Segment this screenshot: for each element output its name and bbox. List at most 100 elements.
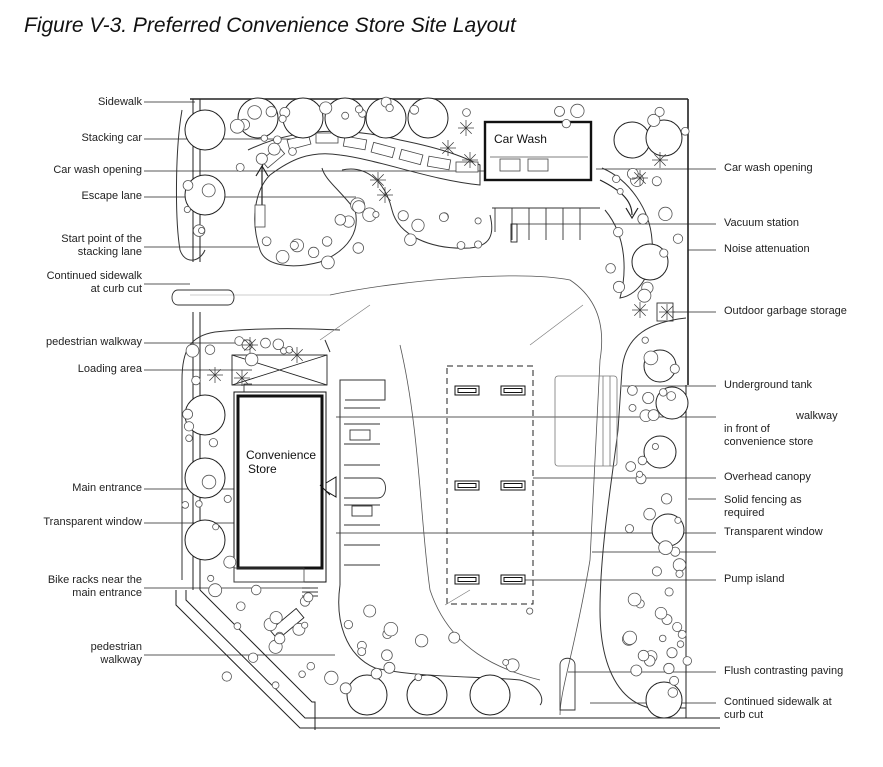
groundcover-plant	[458, 120, 474, 136]
shrub	[675, 569, 684, 578]
shrub	[334, 214, 347, 226]
shrub	[651, 442, 659, 450]
tree	[643, 435, 677, 469]
shrub	[271, 681, 280, 689]
shrub	[643, 507, 656, 521]
shrub	[303, 592, 314, 603]
callout-line: Main entrance	[72, 482, 142, 494]
callout-line: at curb cut	[90, 283, 142, 295]
shrub	[625, 524, 635, 534]
shrub	[651, 176, 662, 187]
shrub	[397, 210, 409, 222]
tree	[407, 97, 449, 139]
shrub	[414, 673, 423, 682]
shrub	[637, 288, 652, 303]
callout-line: in front of	[724, 423, 770, 435]
callout-line: Escape lane	[81, 190, 142, 202]
callout-underground-tank: Underground tank	[724, 379, 812, 392]
groundcover-plants	[207, 120, 675, 386]
callout-line: Stacking car	[81, 132, 142, 144]
leader-lines	[144, 101, 716, 704]
callout-line: Continued sidewalk	[46, 270, 142, 282]
callout-line: main entrance	[72, 587, 142, 599]
shrub	[669, 675, 679, 686]
shrub	[642, 391, 655, 404]
shrub	[385, 103, 394, 113]
shrub	[613, 280, 626, 293]
shrub	[357, 647, 367, 656]
shrub	[273, 135, 282, 145]
groundcover-plant	[659, 304, 675, 320]
callout-line: pedestrian walkway	[46, 336, 142, 348]
tree	[346, 674, 388, 716]
shrub	[339, 682, 352, 695]
shrub	[372, 210, 380, 218]
callout-line: stacking lane	[77, 246, 142, 258]
shrub	[285, 345, 294, 354]
shrub	[298, 670, 306, 678]
convenience-store-label: Convenience Store	[240, 448, 324, 476]
shrub	[307, 246, 320, 258]
callout-noise-attenuation: Noise attenuation	[724, 243, 810, 256]
groundcover-plant	[370, 172, 386, 188]
tree	[645, 681, 683, 719]
store-label-line1: Convenience	[246, 448, 317, 462]
shrub	[260, 337, 271, 349]
shrub	[672, 558, 687, 572]
callout-line: walkway	[796, 410, 838, 422]
shrub	[643, 350, 659, 366]
shrub	[321, 236, 333, 247]
shrub	[637, 455, 648, 466]
shrub	[674, 516, 682, 524]
callout-line: Solid fencing as	[724, 494, 802, 506]
shrub	[223, 555, 237, 569]
groundcover-plant	[207, 367, 223, 383]
pump-island-inner	[503, 577, 523, 582]
shrub	[666, 391, 676, 401]
shrub	[363, 604, 377, 618]
store-label-line2: Store	[248, 462, 277, 476]
shrub	[230, 119, 245, 134]
shrub	[663, 662, 675, 675]
callout-line: Bike racks near the	[47, 574, 142, 586]
pump-island-inner	[457, 483, 477, 488]
shrub	[628, 403, 637, 412]
shrub	[647, 409, 660, 422]
callout-car-wash-opening-left: Car wash opening	[53, 164, 142, 177]
callout-overhead-canopy: Overhead canopy	[724, 471, 811, 484]
shrub	[352, 242, 365, 254]
callout-line: Transparent window	[724, 526, 823, 538]
shrub	[404, 233, 417, 246]
shrub	[212, 523, 220, 531]
flush-paving-strips	[171, 289, 576, 711]
shrub	[198, 226, 206, 234]
shrub	[274, 633, 286, 645]
shrub	[658, 206, 673, 221]
shrub	[343, 619, 353, 630]
shrub	[622, 630, 638, 645]
shrub	[182, 408, 194, 420]
callout-stacking-car: Stacking car	[81, 132, 142, 145]
shrub	[448, 631, 461, 644]
callout-line: Pump island	[724, 573, 785, 585]
shrub	[616, 187, 624, 195]
callout-line: curb cut	[724, 709, 764, 721]
shrub	[236, 601, 246, 611]
callout-escape-lane: Escape lane	[81, 190, 142, 203]
shrub	[289, 240, 299, 250]
groundcover-plant	[289, 347, 305, 363]
groundcover-plant	[632, 302, 648, 318]
shrub	[324, 670, 339, 686]
driveway-curb	[329, 275, 603, 716]
shrub	[235, 162, 245, 172]
tree	[631, 243, 669, 281]
groundcover-plant	[462, 152, 478, 168]
callout-transparent-window-left: Transparent window	[43, 516, 142, 529]
shrub	[352, 200, 366, 214]
groundcover-plant	[652, 152, 668, 168]
shrub	[201, 474, 217, 490]
callout-line: Flush contrasting paving	[724, 665, 844, 677]
shrub	[660, 493, 673, 505]
